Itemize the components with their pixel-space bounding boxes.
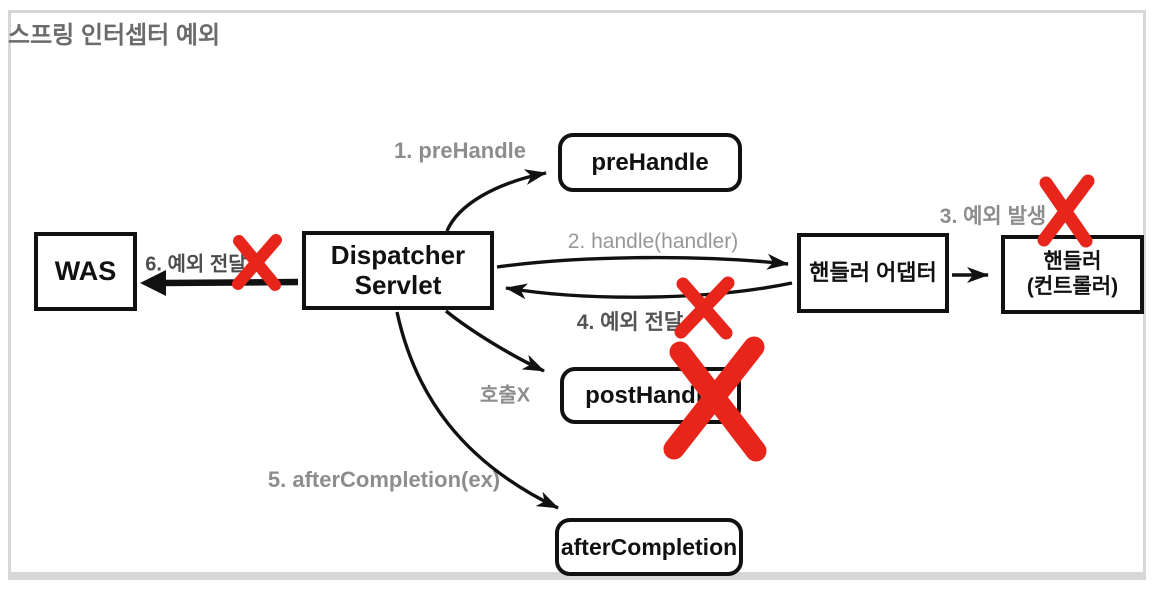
node-handler-controller: 핸들러 (컨트롤러) — [1001, 235, 1144, 314]
edge-label-step5: 5. afterCompletion(ex) — [267, 467, 501, 492]
node-posthandle: postHandle — [560, 367, 741, 424]
node-aftercompletion-label: afterCompletion — [560, 533, 738, 560]
edge-label-step6: 6. 예외 전달 — [145, 253, 247, 276]
diagram-title: 스프링 인터셉터 예외 — [8, 22, 221, 49]
edge-label-step3: 3. 예외 발생 — [939, 205, 1047, 228]
node-posthandle-label: postHandle — [585, 381, 716, 409]
diagram-frame — [8, 10, 1146, 580]
node-was-label: WAS — [54, 255, 117, 286]
edge-label-step4: 4. 예외 전달 — [576, 311, 684, 334]
node-handler-adapter-label: 핸들러 어댑터 — [809, 260, 937, 286]
node-handler-controller-line2: (컨트롤러) — [1026, 274, 1119, 298]
node-was: WAS — [34, 232, 137, 311]
node-dispatcher-servlet-line1: Dispatcher — [330, 239, 466, 270]
node-handler-adapter: 핸들러 어댑터 — [797, 233, 949, 313]
node-prehandle: preHandle — [558, 133, 742, 192]
edge-label-step1: 1. preHandle — [393, 138, 527, 163]
edge-label-no-call: 호출X — [479, 384, 531, 407]
node-aftercompletion: afterCompletion — [555, 518, 743, 576]
edge-label-step2: 2. handle(handler) — [567, 230, 739, 253]
node-dispatcher-servlet-line2: Servlet — [354, 269, 442, 300]
node-dispatcher-servlet: Dispatcher Servlet — [302, 231, 494, 310]
node-prehandle-label: preHandle — [591, 148, 709, 176]
node-handler-controller-line1: 핸들러 — [1043, 250, 1102, 274]
